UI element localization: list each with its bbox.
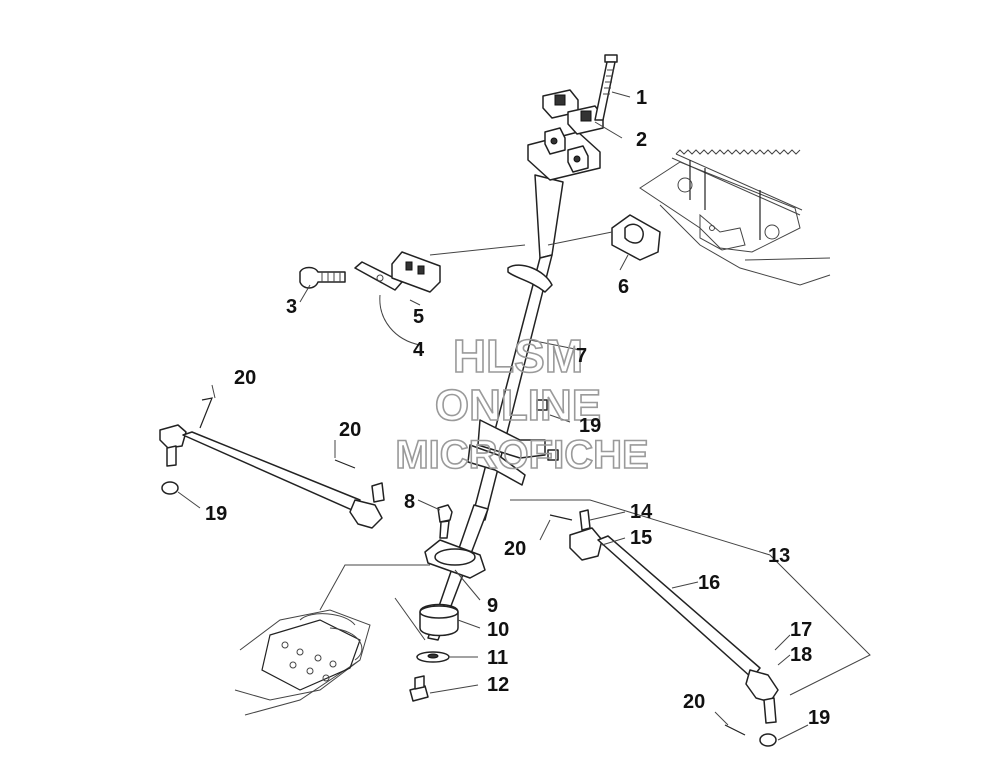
left-tie-rod [159,397,385,529]
callout-17: 17 [790,619,812,641]
callout-7: 7 [576,345,587,367]
chassis-upper-right [639,149,831,286]
callout-19-left: 19 [205,503,227,525]
callout-15: 15 [630,527,652,549]
callout-20-right: 20 [683,691,705,713]
callout-18: 18 [790,644,812,666]
leader-lines [177,91,871,741]
watermark: HLSM ONLINE MICROFICHE [395,329,650,478]
clamp-parts-3-4-5 [299,251,441,293]
watermark-line-1: HLSM [453,330,583,382]
callout-9: 9 [487,595,498,617]
watermark-line-2: ONLINE [435,381,601,430]
floor-mount-lower-left [234,609,371,716]
callout-20-left: 20 [234,367,256,389]
watermark-line-3: MICROFICHE [395,433,648,477]
callout-11: 11 [487,647,508,669]
callout-20-middle: 20 [339,419,361,441]
callout-2: 2 [636,129,647,151]
callout-3: 3 [286,296,297,318]
clamp-block-part-6 [611,214,661,261]
right-tie-rod [549,509,779,747]
callout-5: 5 [413,306,424,328]
callout-13: 13 [768,545,790,567]
callout-1: 1 [636,87,647,109]
callout-8: 8 [404,491,415,513]
callout-6: 6 [618,276,629,298]
callout-14: 14 [630,501,653,523]
callout-10: 10 [487,619,509,641]
lower-column-parts [409,504,486,702]
callout-19-right: 19 [808,707,830,729]
callout-4: 4 [413,339,425,361]
callout-labels: 1 2 3 4 5 6 7 8 9 10 11 12 13 14 15 16 1… [205,87,830,729]
callout-20-center: 20 [504,538,526,560]
callout-19-center: 19 [579,415,601,437]
bolt-part-1 [594,54,618,121]
upper-clamp-assembly [527,89,604,181]
callout-12: 12 [487,674,509,696]
cotter-pin-middle [334,459,356,469]
callout-16: 16 [698,572,720,594]
